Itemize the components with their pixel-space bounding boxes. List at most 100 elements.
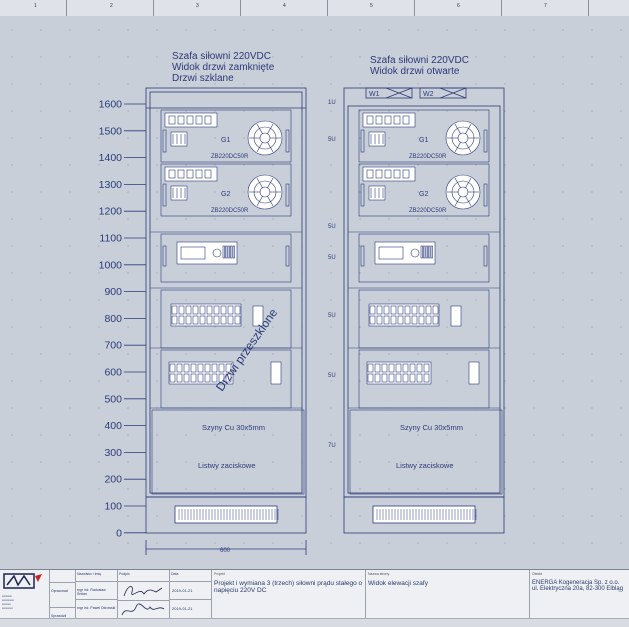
rectifier-module [160,109,292,163]
controller-panel [176,241,238,265]
project-cell: Projekt Projekt i wymiana 3 (trzech) sił… [212,570,366,619]
project-text-1: Projekt i wymiana 3 (trzech) siłowni prą… [214,580,363,587]
fan-grille [247,174,283,210]
module-model: ZB220DC50R [409,154,447,160]
unit-label: 5U [328,313,336,319]
role-label-2: Sprawdził [51,614,67,618]
rectifier-display [362,166,416,182]
vent-grille [376,509,477,520]
distribution-module [160,349,292,409]
left-cabinet [145,87,307,555]
scale-label: 100 [104,501,122,513]
module-model: ZB220DC50R [211,208,249,214]
checker-name: mgr inż. Paweł Okrowski [77,606,116,610]
scale-label: 900 [104,286,122,298]
busbar-label: Szyny Cu 30x5mm [202,423,265,432]
ruler-number: 3 [196,3,199,9]
right-cabinet [343,87,505,534]
name-cell: Nazwisko i imię mgr inż. Radosław Śnitan… [76,570,118,619]
scale-label: 700 [104,340,122,352]
scale-label: 400 [104,420,122,432]
unit-label: 5U [328,373,336,379]
col-sign-label: Podpis [118,570,169,582]
left-cabinet-plinth [145,496,307,534]
date-1: 2019-01-21 [170,582,211,600]
controller-module [358,233,490,283]
left-cabinet-frame [145,87,307,498]
scale-label: 200 [104,474,122,486]
author-name: mgr inż. Radosław Śnitan [76,582,117,600]
client-text-1: ENERGA Kogeneracja Sp. z o.o. [532,580,620,586]
terminals-label: Listwy zaciskowe [396,461,454,470]
ruler-number: 2 [110,3,113,9]
fan-w1-box [365,87,413,99]
scale-label: 1100 [99,233,122,245]
logo-cell: ▪▪▪▪▪▪▪▪▪▪▪▪▪▪▪▪▪▪▪▪▪▪▪▪▪▪▪▪▪▪▪▪▪▪▪▪▪▪ [0,570,50,619]
ruler-number: 6 [457,3,460,9]
client-text-2: ul. Elektryczna 20a, 82-300 Elbląg [532,586,624,592]
fan-grille [445,120,481,156]
terminals-label: Listwy zaciskowe [198,461,256,470]
breaker-block [170,131,188,147]
module-model: ZB220DC50R [409,208,447,214]
left-cabinet-door [149,91,303,494]
controller-module [160,233,292,283]
drawing-canvas[interactable]: Szafa siłowni 220VDC Widok drzwi zamknię… [0,16,629,569]
client-cell: Obiekt ENERGA Kogeneracja Sp. z o.o. ul.… [530,570,629,619]
scale-label: 0 [116,527,122,539]
rectifier-display [362,112,416,128]
right-cabinet-frame [343,87,505,498]
col-date-label: Data [170,570,211,582]
fan-w1-label: W1 [369,91,380,98]
unit-label: 5U [328,137,336,143]
scale-label: 1600 [99,99,123,111]
width-dimension-label: 600 [220,548,231,554]
project-text-2: napięciu 220V DC [214,587,267,594]
drawing-name-label: Nazwa strony [368,572,390,576]
fan-w2-label: W2 [423,91,434,98]
left-title-2: Widok drzwi zamknięte [172,62,275,73]
bottom-bar [0,618,629,627]
unit-label: 7U [328,443,336,449]
left-title-1: Szafa siłowni 220VDC [172,51,271,62]
fan-w2-box [419,87,467,99]
left-title-3: Drzwi szklane [172,73,234,84]
unit-label: 5U [328,224,336,230]
rectifier-module [160,163,292,217]
height-scale: 1600150014001300120011001000900800700600… [99,99,146,539]
vent-grille [178,509,279,520]
scale-label: 500 [104,393,122,405]
scale-label: 1300 [99,179,123,191]
scale-label: 800 [104,313,122,325]
right-title-2: Widok drzwi otwarte [370,66,460,77]
ruler-number: 1 [34,3,37,9]
role-cell: Opracował Sprawdził [50,570,76,619]
right-title-1: Szafa siłowni 220VDC [370,55,469,66]
module-name: G2 [419,191,428,198]
grid-dots [11,29,622,544]
breaker-block [368,131,386,147]
unit-labels: 1U 5U 5U 5U 5U 5U 7U [328,100,336,449]
date-cell: Data 2019-01-21 2019-01-21 [170,570,212,619]
company-logo [3,573,42,589]
ruler-number: 4 [283,3,286,9]
rectifier-module [358,109,490,163]
signature-1 [123,586,163,597]
surge-protector [450,305,462,327]
fan-grille [247,120,283,156]
scale-label: 300 [104,447,122,459]
project-label: Projekt [214,572,225,576]
module-model: ZB220DC50R [211,154,249,160]
module-name: G2 [221,191,230,198]
breaker-block [170,185,188,201]
scale-label: 1400 [99,152,123,164]
unit-label: 1U [328,100,336,106]
busbar-label: Szyny Cu 30x5mm [400,423,463,432]
busbar-section [151,409,305,495]
scale-label: 1000 [99,259,123,271]
fan-grille [445,174,481,210]
unit-label: 5U [328,255,336,261]
scale-label: 600 [104,367,122,379]
